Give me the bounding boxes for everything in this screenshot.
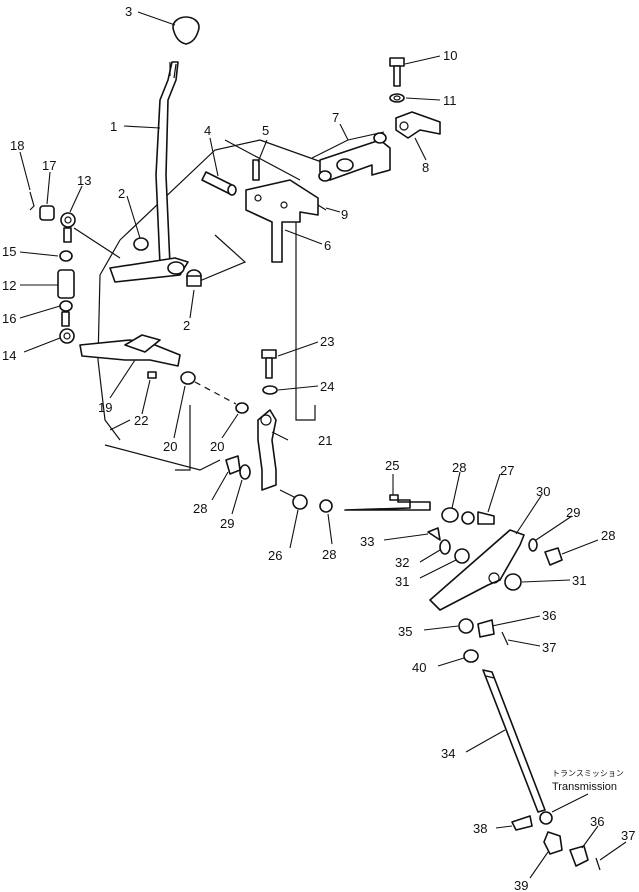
callout-25: 25 (385, 458, 399, 473)
callout-23: 23 (320, 334, 334, 349)
callout-13: 13 (77, 173, 91, 188)
callout-16: 16 (2, 311, 16, 326)
callout-26: 26 (268, 548, 282, 563)
leader-lines (19, 11, 627, 879)
callout-32: 32 (395, 555, 409, 570)
callout-11: 11 (443, 93, 457, 108)
callout-4: 4 (204, 123, 211, 138)
callout-38: 38 (473, 821, 487, 836)
callout-28: 28 (452, 460, 466, 475)
callout-14: 14 (2, 348, 16, 363)
callout-28: 28 (193, 501, 207, 516)
callout-20: 20 (210, 439, 224, 454)
callout-39: 39 (514, 878, 528, 892)
callout-36: 36 (542, 608, 556, 623)
callout-7: 7 (332, 110, 339, 125)
callout-31: 31 (572, 573, 586, 588)
callout-20: 20 (163, 439, 177, 454)
callout-2: 2 (183, 318, 190, 333)
callout-31: 31 (395, 574, 409, 589)
callout-5: 5 (262, 123, 269, 138)
callout-19: 19 (98, 400, 112, 415)
callout-35: 35 (398, 624, 412, 639)
callout-12: 12 (2, 278, 16, 293)
callout-2: 2 (118, 186, 125, 201)
callout-3: 3 (125, 4, 132, 19)
callout-37: 37 (621, 828, 635, 843)
callout-labels: 1 2 2 3 4 5 6 7 8 9 10 11 12 13 14 15 16… (2, 4, 635, 892)
callout-34: 34 (441, 746, 455, 761)
callout-9: 9 (341, 207, 348, 222)
callout-22: 22 (134, 413, 148, 428)
callout-27: 27 (500, 463, 514, 478)
callout-15: 15 (2, 244, 16, 259)
callout-10: 10 (443, 48, 457, 63)
callout-6: 6 (324, 238, 331, 253)
callout-17: 17 (42, 158, 56, 173)
callout-1: 1 (110, 119, 117, 134)
callout-18: 18 (10, 138, 24, 153)
callout-21: 21 (318, 433, 332, 448)
callout-8: 8 (422, 160, 429, 175)
transmission-label-en: Transmission (552, 781, 617, 793)
callout-33: 33 (360, 534, 374, 549)
callout-28: 28 (322, 547, 336, 562)
parts-drawing (29, 16, 601, 871)
transmission-label-jp: トランスミッション (552, 769, 624, 778)
callout-37: 37 (542, 640, 556, 655)
callout-30: 30 (536, 484, 550, 499)
callout-40: 40 (412, 660, 426, 675)
callout-29: 29 (566, 505, 580, 520)
callout-29: 29 (220, 516, 234, 531)
callout-36: 36 (590, 814, 604, 829)
callout-28: 28 (601, 528, 615, 543)
callout-24: 24 (320, 379, 334, 394)
